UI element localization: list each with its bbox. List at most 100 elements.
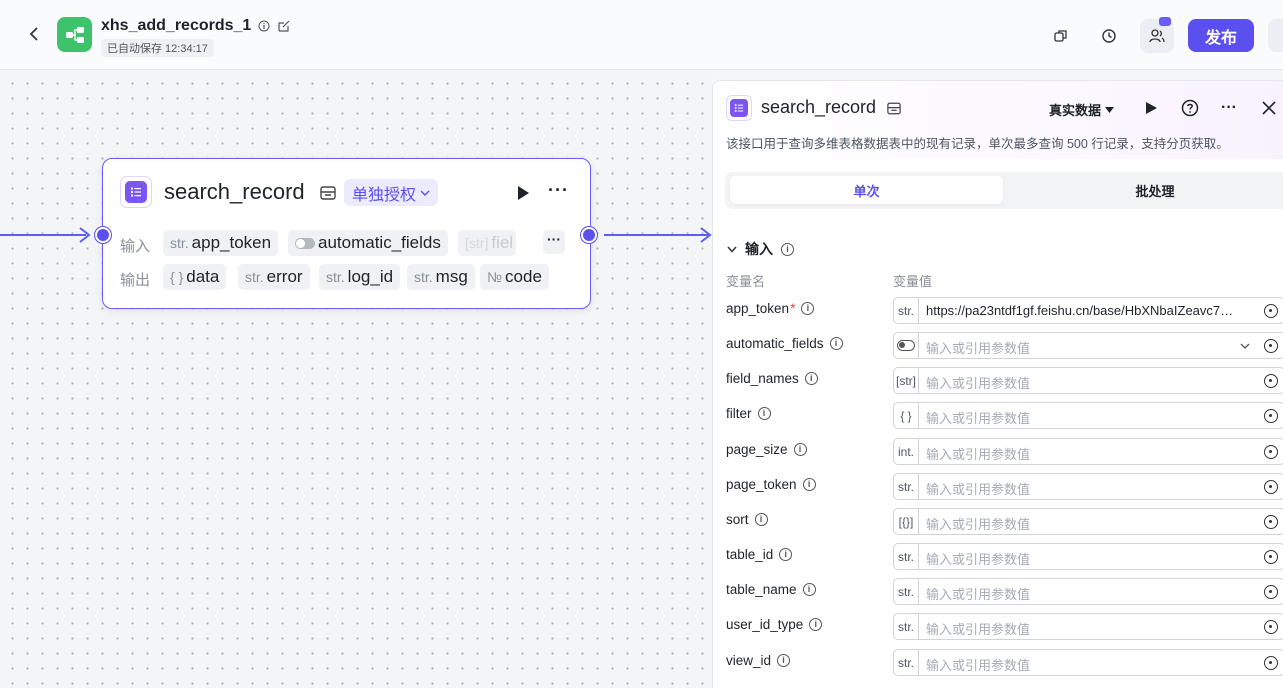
table-icon [120, 176, 152, 208]
param-value: 输入或引用参数值 [926, 517, 1031, 532]
input-chip: [str] fiel [458, 230, 516, 256]
param-value-input[interactable]: str.输入或引用参数值 [893, 473, 1283, 500]
chip-label: data [186, 267, 220, 286]
collaborators-icon[interactable] [1140, 17, 1174, 53]
reference-variable-icon[interactable] [1264, 304, 1278, 318]
node-title: search_record [164, 179, 305, 204]
search-record-node[interactable]: search_record 单独授权 ··· 输入 str. app_token… [102, 158, 591, 309]
param-value: 输入或引用参数值 [926, 658, 1031, 673]
reference-variable-icon[interactable] [1264, 445, 1278, 459]
tab-single[interactable]: 单次 [730, 176, 1003, 204]
param-type-icon: str. [894, 650, 919, 675]
info-icon[interactable]: i [793, 443, 807, 456]
data-mode-label: 真实数据 [1049, 103, 1102, 118]
param-value: 输入或引用参数值 [926, 482, 1031, 497]
param-value-input[interactable]: str.输入或引用参数值 [893, 578, 1283, 605]
param-name: automatic_fields i [726, 336, 843, 351]
chevron-down-icon [420, 190, 430, 196]
tab-batch[interactable]: 批处理 [1135, 183, 1175, 199]
workflow-app-icon [57, 17, 92, 52]
output-port[interactable] [581, 227, 597, 243]
edit-icon[interactable] [277, 19, 291, 33]
chevron-down-icon [727, 246, 737, 253]
back-arrow-icon[interactable] [24, 24, 44, 44]
param-value-input[interactable]: [str]输入或引用参数值 [893, 367, 1283, 394]
reference-variable-icon[interactable] [1264, 515, 1278, 529]
table-icon [726, 95, 752, 121]
input-section-header[interactable]: 输入 i [727, 239, 794, 259]
incoming-arrow-icon [79, 227, 91, 243]
incoming-edge [0, 234, 86, 236]
publish-button[interactable]: 发布 [1188, 19, 1254, 52]
store-icon [320, 186, 336, 200]
auth-dropdown[interactable]: 单独授权 [344, 179, 439, 206]
more-inputs-button[interactable]: ··· [543, 230, 565, 254]
param-value: 输入或引用参数值 [926, 376, 1031, 391]
data-mode-dropdown[interactable]: 真实数据 [1049, 100, 1115, 119]
info-icon[interactable]: i [754, 513, 768, 526]
output-chip: str. error [238, 264, 310, 290]
more-icon[interactable]: ··· [548, 180, 569, 200]
info-icon[interactable]: i [777, 654, 791, 667]
param-value-input[interactable]: str.输入或引用参数值 [893, 543, 1283, 570]
param-value: 输入或引用参数值 [926, 622, 1031, 637]
reference-variable-icon[interactable] [1264, 409, 1278, 423]
help-icon[interactable] [1179, 97, 1201, 119]
close-icon[interactable] [1258, 97, 1280, 119]
param-value-input[interactable]: str. 输入或引用参数值 [893, 649, 1283, 676]
history-icon[interactable] [1092, 19, 1126, 53]
info-icon[interactable]: i [779, 548, 793, 561]
param-type-icon: str. [894, 544, 919, 569]
info-icon[interactable]: i [804, 372, 818, 385]
info-icon[interactable]: i [802, 478, 816, 491]
param-label: table_name [726, 582, 797, 597]
param-value-input[interactable]: [{}]输入或引用参数值 [893, 508, 1283, 535]
run-icon[interactable] [513, 183, 533, 203]
reference-variable-icon[interactable] [1264, 620, 1278, 634]
copy-icon[interactable] [1044, 19, 1078, 53]
chevron-down-icon[interactable] [1240, 338, 1250, 352]
chip-label: fiel [491, 233, 514, 252]
param-row-automatic-fields: automatic_fields i 输入或引用参数值 [713, 332, 1283, 359]
info-icon[interactable]: i [829, 337, 843, 350]
reference-variable-icon[interactable] [1264, 480, 1278, 494]
param-label: filter [726, 406, 752, 421]
chip-label: app_token [191, 233, 272, 252]
input-port[interactable] [95, 227, 111, 243]
info-icon[interactable]: i [801, 302, 815, 315]
param-label: automatic_fields [726, 336, 824, 351]
info-icon[interactable]: i [802, 583, 816, 596]
param-type-icon [894, 333, 919, 358]
more-icon[interactable]: ··· [1221, 99, 1237, 116]
reference-variable-icon[interactable] [1264, 656, 1278, 670]
premium-badge-icon [1159, 17, 1171, 26]
param-value-input[interactable]: 输入或引用参数值 [893, 332, 1283, 359]
info-icon[interactable]: i [757, 407, 771, 420]
top-bar: xhs_add_records_1 已自动保存 12:34:17 发布 [0, 0, 1283, 70]
chip-label: log_id [347, 267, 394, 286]
reference-variable-icon[interactable] [1264, 339, 1278, 353]
param-value-input[interactable]: int.输入或引用参数值 [893, 438, 1283, 465]
param-value-input[interactable]: { }输入或引用参数值 [893, 402, 1283, 429]
reference-variable-icon[interactable] [1264, 550, 1278, 564]
app-title: xhs_add_records_1 [101, 17, 252, 34]
run-icon[interactable] [1140, 97, 1162, 119]
param-value-input[interactable]: str.输入或引用参数值 [893, 613, 1283, 640]
reference-variable-icon[interactable] [1264, 585, 1278, 599]
chip-type: str. [170, 235, 189, 251]
reference-variable-icon[interactable] [1264, 374, 1278, 388]
workflow-canvas[interactable]: search_record 单独授权 ··· 输入 str. app_token… [0, 71, 712, 688]
column-header-name: 变量名 [726, 274, 766, 289]
param-value: https://pa23ntdf1gf.feishu.cn/base/HbXNb… [926, 303, 1234, 318]
info-icon[interactable] [257, 19, 271, 33]
more-menu-button[interactable] [1268, 19, 1283, 52]
info-icon[interactable]: i [809, 618, 823, 631]
param-value-input[interactable]: str.https://pa23ntdf1gf.feishu.cn/base/H… [893, 297, 1283, 324]
param-type-icon: { } [894, 403, 919, 428]
